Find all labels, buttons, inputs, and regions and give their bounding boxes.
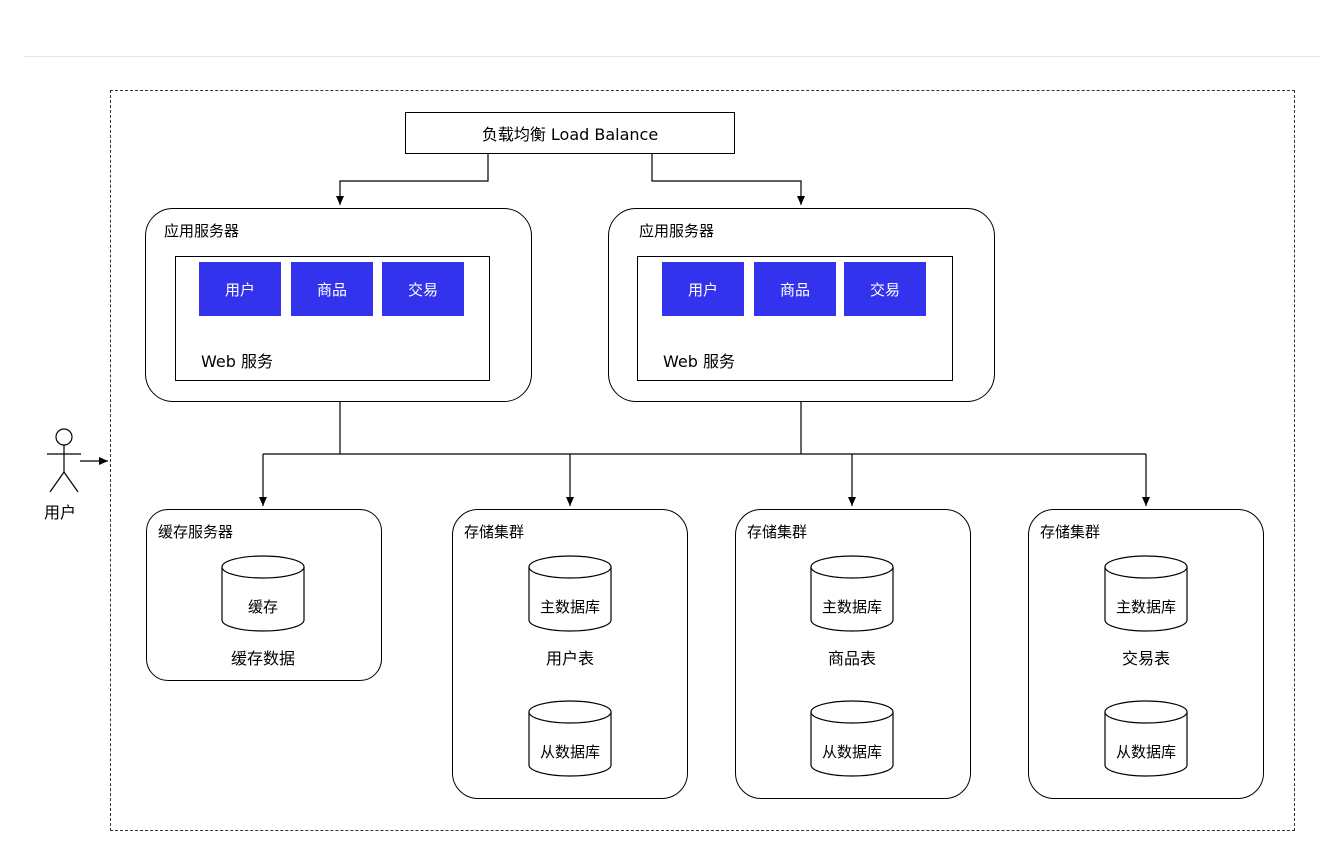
app-server-2-module-trade[interactable]: 交易 xyxy=(844,262,926,316)
app-server-1-module-user[interactable]: 用户 xyxy=(199,262,281,316)
storage-3-master-label: 主数据库 xyxy=(1115,598,1176,616)
app-server-2-web-label: Web 服务 xyxy=(663,352,735,371)
user-actor-label: 用户 xyxy=(44,503,77,522)
app-server-2-module-user[interactable]: 用户 xyxy=(662,262,744,316)
lb-to-app1-connector xyxy=(336,154,489,205)
storage-3-master-db-icon xyxy=(1104,555,1188,632)
cache-db-label: 缓存 xyxy=(247,598,278,616)
storage-1-master-db-icon xyxy=(528,555,612,632)
storage-2-master-label: 主数据库 xyxy=(821,598,882,616)
storage-1-table-label: 用户表 xyxy=(545,649,594,668)
storage-cluster-2-title: 存储集群 xyxy=(747,523,808,541)
top-divider xyxy=(24,56,1320,57)
app-server-1-title: 应用服务器 xyxy=(164,222,240,240)
user-actor-icon xyxy=(47,428,81,493)
cache-caption: 缓存数据 xyxy=(230,649,295,668)
system-boundary xyxy=(110,90,1295,831)
storage-3-table-label: 交易表 xyxy=(1121,649,1170,668)
load-balancer[interactable]: 负载均衡 Load Balance xyxy=(405,112,735,154)
app-server-1-module-product[interactable]: 商品 xyxy=(291,262,373,316)
storage-cluster-1-title: 存储集群 xyxy=(464,523,525,541)
storage-2-master-db-icon xyxy=(810,555,894,632)
storage-2-slave-label: 从数据库 xyxy=(821,743,882,761)
lb-to-app2-connector xyxy=(651,154,805,205)
storage-1-master-label: 主数据库 xyxy=(539,598,600,616)
storage-2-table-label: 商品表 xyxy=(827,649,876,668)
storage-1-slave-db-icon xyxy=(528,700,612,777)
cache-server-title: 缓存服务器 xyxy=(158,523,234,541)
cache-db-icon xyxy=(221,555,305,632)
app-server-2-title: 应用服务器 xyxy=(639,222,715,240)
storage-2-slave-db-icon xyxy=(810,700,894,777)
storage-cluster-3-title: 存储集群 xyxy=(1040,523,1101,541)
app-server-2-module-product[interactable]: 商品 xyxy=(754,262,836,316)
storage-3-slave-db-icon xyxy=(1104,700,1188,777)
app-server-1-web-label: Web 服务 xyxy=(201,352,273,371)
storage-3-slave-label: 从数据库 xyxy=(1115,743,1176,761)
app-server-1-module-trade[interactable]: 交易 xyxy=(382,262,464,316)
storage-1-slave-label: 从数据库 xyxy=(539,743,600,761)
